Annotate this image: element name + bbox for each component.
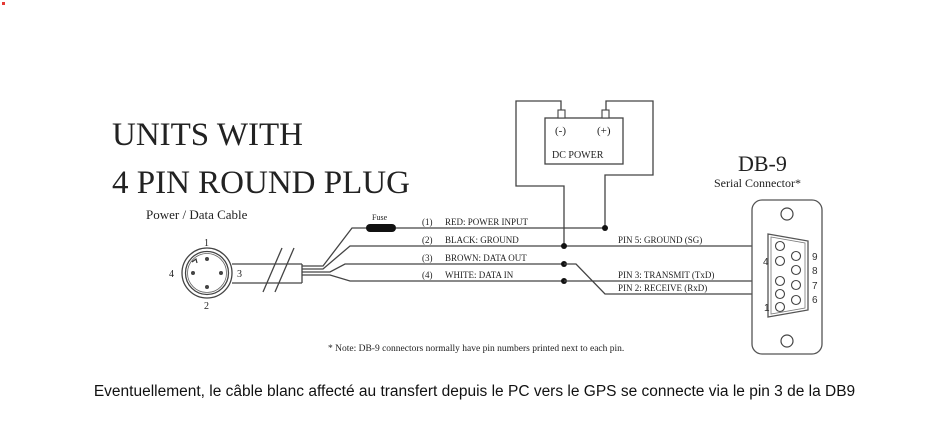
plug-pin-3 <box>219 271 223 275</box>
corner-marker <box>2 2 5 5</box>
round-plug <box>181 247 233 299</box>
wire-black <box>302 245 740 270</box>
cable-break-mark-left <box>262 247 283 293</box>
dc-power-label: DC POWER <box>552 150 604 161</box>
junction-power <box>602 225 608 231</box>
negative-terminal-label: (-) <box>555 125 566 137</box>
cable-label: Power / Data Cable <box>146 207 248 222</box>
db9-pin-number-7: 7 <box>812 281 818 292</box>
negative-terminal <box>557 109 566 119</box>
wire-brown <box>302 263 564 273</box>
db9-pin-number-6: 6 <box>812 295 818 306</box>
db9-title: DB-9 <box>738 151 787 176</box>
caption: Eventuellement, le câble blanc affecté a… <box>93 383 856 400</box>
wire-1-label: RED: POWER INPUT <box>445 217 529 227</box>
cable-break-mark-right <box>274 247 295 293</box>
line-pin-2 <box>564 263 768 295</box>
wire-3-number: (3) <box>422 253 433 263</box>
db9-pin-9 <box>790 250 802 262</box>
positive-terminal <box>601 109 610 119</box>
db9-pin-4 <box>774 255 786 267</box>
wire-2-label: BLACK: GROUND <box>445 235 519 245</box>
plug-pin-label-2: 2 <box>204 301 209 312</box>
db9-pin-8 <box>790 264 802 276</box>
positive-lead <box>604 100 654 228</box>
db9-pin-number-4: 4 <box>763 257 769 268</box>
wire-2-number: (2) <box>422 235 433 245</box>
footnote: * Note: DB-9 connectors normally have pi… <box>328 344 624 354</box>
mount-hole-top <box>780 207 794 221</box>
plug-pin-4 <box>191 271 195 275</box>
title-line-2: 4 PIN ROUND PLUG <box>112 165 410 201</box>
db9-pin-number-8: 8 <box>812 266 818 277</box>
positive-terminal-label: (+) <box>597 125 611 137</box>
db9-pin-7 <box>790 279 802 291</box>
wire-white <box>302 274 564 282</box>
cable-jacket <box>232 247 303 293</box>
title-line-1: UNITS WITH <box>112 117 303 153</box>
plug-pin-label-4: 4 <box>169 269 174 280</box>
db9-pin-number-9: 9 <box>812 252 818 263</box>
pin-2-label: PIN 2: RECEIVE (RxD) <box>618 283 707 293</box>
dc-power-supply <box>544 109 624 165</box>
db9-pin-6 <box>790 294 802 306</box>
key-notch-icon <box>191 257 198 264</box>
pin-5-label: PIN 5: GROUND (SG) <box>618 235 702 245</box>
plug-pin-label-3: 3 <box>237 269 242 280</box>
fuse-icon <box>366 224 396 232</box>
wire-3-label: BROWN: DATA OUT <box>445 253 527 263</box>
plug-pin-1 <box>205 257 209 261</box>
junction-ground <box>561 243 567 249</box>
db9-pin-2 <box>774 288 786 300</box>
db9-pin-3 <box>774 275 786 287</box>
plug-pin-label-1: 1 <box>204 238 209 249</box>
negative-lead <box>515 100 565 246</box>
wire-1-number: (1) <box>422 217 433 227</box>
mount-hole-bottom <box>780 334 794 348</box>
db9-connector <box>751 199 823 355</box>
db9-pin-5 <box>774 240 786 252</box>
cable-wires <box>302 224 740 282</box>
db9-pin-1 <box>774 301 786 313</box>
wire-4-label: WHITE: DATA IN <box>445 270 514 280</box>
pin-3-label: PIN 3: TRANSMIT (TxD) <box>618 270 714 280</box>
wire-4-number: (4) <box>422 270 433 280</box>
wire-red <box>302 227 368 267</box>
plug-pin-2 <box>205 285 209 289</box>
db9-pin-number-1: 1 <box>764 303 770 314</box>
fuse-label: Fuse <box>372 213 388 222</box>
db9-subtitle: Serial Connector* <box>714 176 801 190</box>
